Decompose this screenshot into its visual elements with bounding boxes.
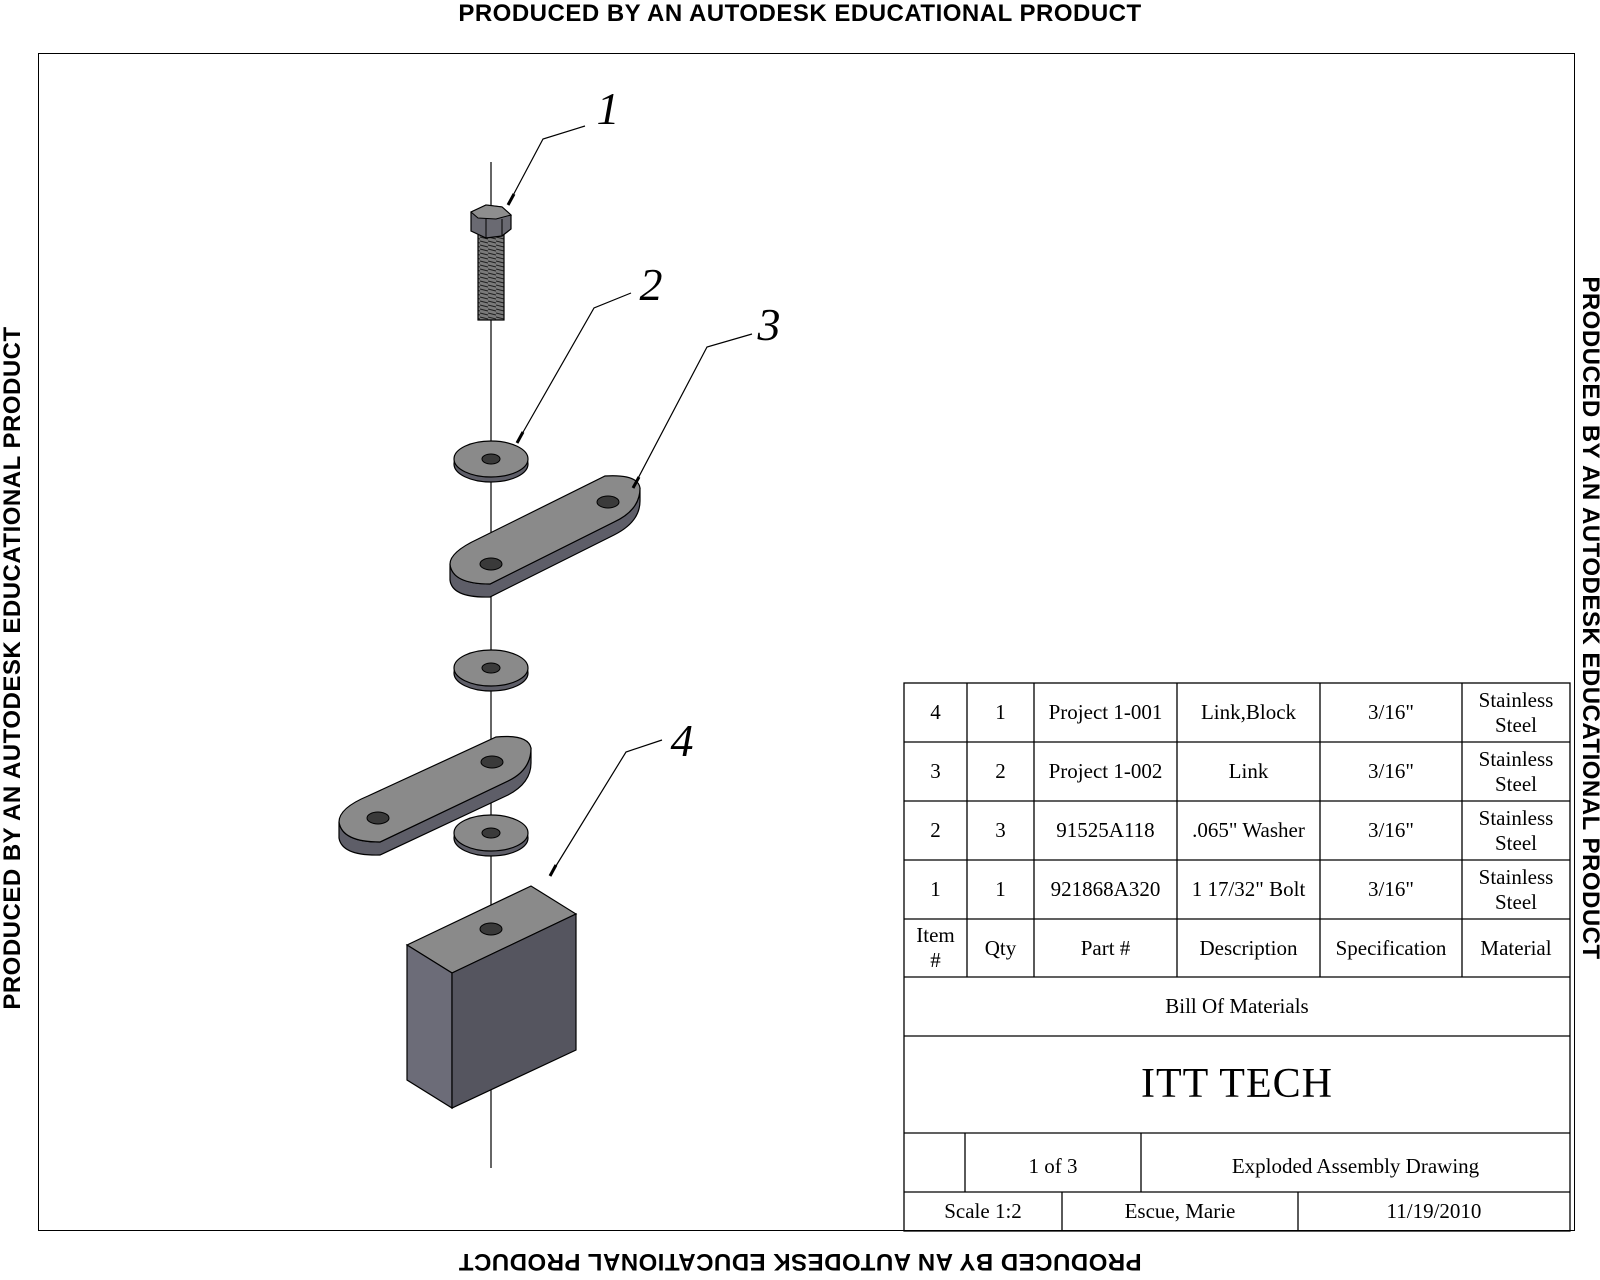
drawn-by: Escue, Marie <box>1124 1199 1236 1223</box>
bom-part: 91525A118 <box>1056 818 1155 842</box>
bom-description: 1 17/32" Bolt <box>1191 877 1306 901</box>
bom-header-material: Material <box>1480 935 1552 960</box>
washer-part-top <box>453 440 529 483</box>
bom-part: Project 1-002 <box>1048 759 1163 783</box>
watermark-top: PRODUCED BY AN AUTODESK EDUCATIONAL PROD… <box>458 0 1142 27</box>
bom-description: Link <box>1228 759 1269 783</box>
balloon-2: 2 <box>639 258 663 310</box>
bom-description: Link,Block <box>1200 700 1297 724</box>
bom-header-item: Item # <box>916 923 955 972</box>
drawing-title: Exploded Assembly Drawing <box>1231 1153 1480 1178</box>
bom-item: 4 <box>930 700 941 724</box>
bom-spec: 3/16" <box>1368 759 1414 783</box>
link-part-lower <box>338 735 532 856</box>
bom-header-description: Description <box>1199 935 1298 960</box>
bom-material: Stainless Steel <box>1478 687 1554 737</box>
bom-header-qty: Qty <box>984 935 1017 960</box>
washer-part-bottom <box>453 814 529 857</box>
bom-item: 3 <box>930 759 941 783</box>
balloon-3: 3 <box>757 298 781 350</box>
bom-part: 921868A320 <box>1050 877 1161 901</box>
bom-spec: 3/16" <box>1368 700 1414 724</box>
bom-header-spec: Specification <box>1335 935 1447 960</box>
bom-qty: 2 <box>995 759 1006 783</box>
bom-item: 2 <box>930 818 941 842</box>
sheet-number: 1 of 3 <box>1028 1153 1078 1178</box>
bom-material: Stainless Steel <box>1478 805 1554 855</box>
bom-item: 1 <box>930 877 941 901</box>
drawing-border <box>38 53 1575 1231</box>
bom-header-part: Part # <box>1080 935 1131 960</box>
balloon-leaders <box>508 125 753 875</box>
bom-spec: 3/16" <box>1368 877 1414 901</box>
bolt-part <box>470 204 513 321</box>
balloon-1: 1 <box>596 82 620 134</box>
bom-material: Stainless Steel <box>1478 746 1554 796</box>
bom-material: Stainless Steel <box>1478 864 1554 914</box>
bom-spec: 3/16" <box>1368 818 1414 842</box>
block-part <box>405 885 578 1110</box>
drawing-scale: Scale 1:2 <box>944 1199 1022 1223</box>
bom-description: .065" Washer <box>1192 818 1305 842</box>
balloon-4: 4 <box>670 714 694 766</box>
washer-part-middle <box>453 649 529 692</box>
bom-caption: Bill Of Materials <box>1165 994 1309 1018</box>
drawing-date: 11/19/2010 <box>1386 1199 1482 1223</box>
company-title: ITT TECH <box>1141 1061 1333 1107</box>
link-part-top <box>449 475 641 598</box>
bom-qty: 1 <box>995 700 1006 724</box>
bom-part: Project 1-001 <box>1048 700 1163 724</box>
bom-qty: 3 <box>995 818 1006 842</box>
leader-arrows <box>506 193 641 877</box>
bom-qty: 1 <box>995 877 1006 901</box>
